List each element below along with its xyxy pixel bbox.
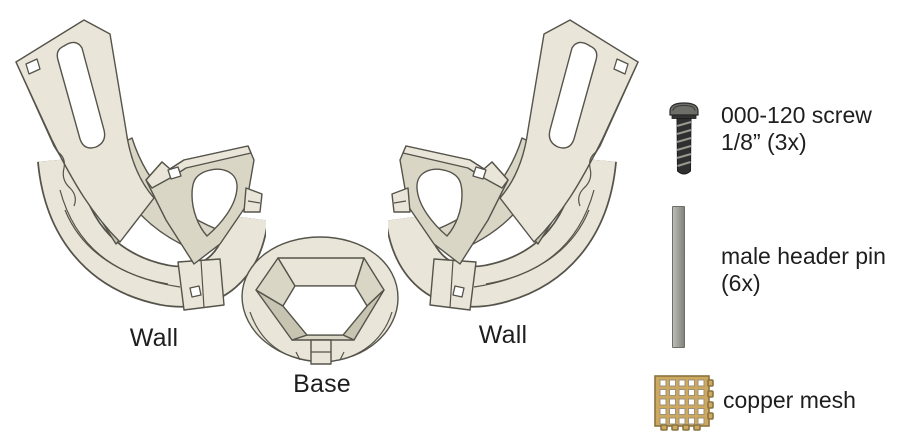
male-header-pin-icon xyxy=(672,206,685,348)
copper-mesh-icon xyxy=(654,375,714,431)
base-label: Base xyxy=(293,370,351,398)
base-part xyxy=(241,236,399,365)
mesh-legend: copper mesh xyxy=(723,387,856,414)
screw-name: 000-120 screw xyxy=(721,102,872,128)
wall-part-right xyxy=(388,12,646,312)
wall-part-left xyxy=(8,12,266,312)
wall-left-label: Wall xyxy=(129,324,179,352)
pin-name: male header pin xyxy=(721,243,886,269)
screw-qty: 1/8” (3x) xyxy=(721,129,807,155)
pin-qty: (6x) xyxy=(721,270,761,296)
screw-legend: 000-120 screw 1/8” (3x) xyxy=(721,102,872,156)
wall-right-label: Wall xyxy=(478,321,528,349)
pin-legend: male header pin (6x) xyxy=(721,243,886,297)
mesh-name: copper mesh xyxy=(723,387,856,413)
screw-icon xyxy=(669,102,699,175)
